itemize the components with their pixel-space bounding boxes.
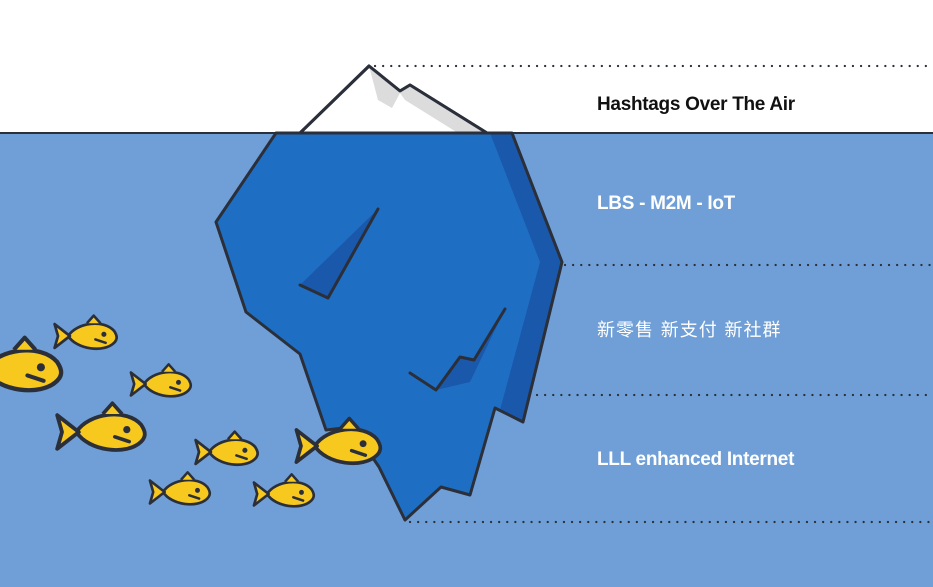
iceberg-tip [298,64,489,135]
layer-separators [373,64,933,524]
layer-label-hashtags: Hashtags Over The Air [597,94,795,115]
layer-label-lbs-m2m-iot: LBS - M2M - IoT [597,193,735,214]
iceberg-body [214,131,564,522]
layer-label-lll-internet: LLL enhanced Internet [597,449,795,470]
layer-label-new-retail: 新零售 新支付 新社群 [597,320,782,341]
sky-area [0,0,933,133]
